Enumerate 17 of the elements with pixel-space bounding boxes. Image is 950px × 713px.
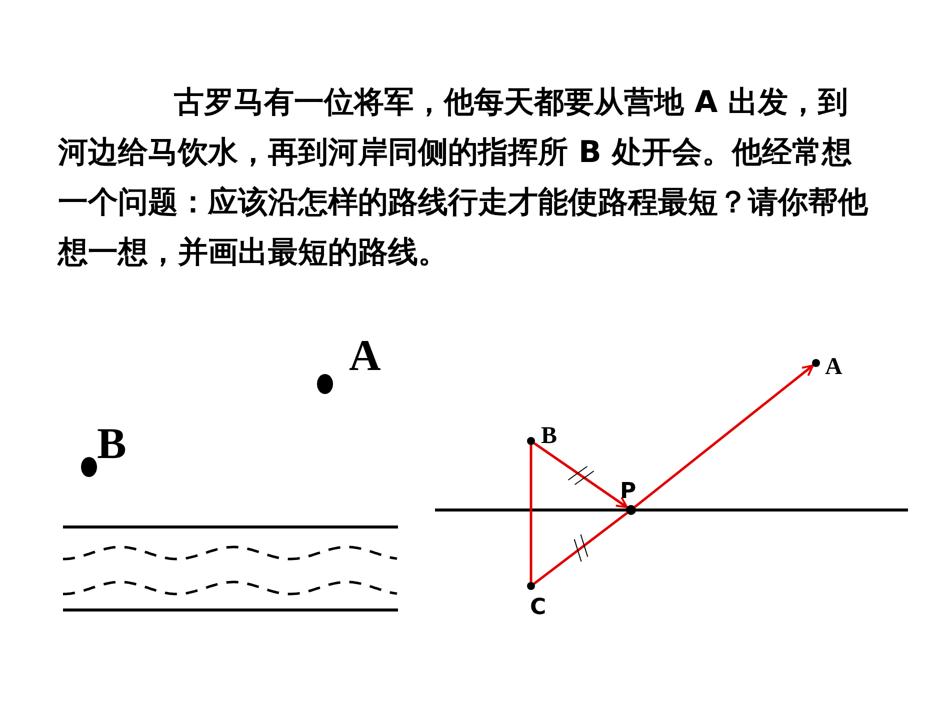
arrow [534,442,628,508]
point-label: C [530,597,546,619]
point-dot [626,505,636,515]
point-label: A [825,355,842,379]
point-dot [812,359,820,367]
point-dot [527,437,535,445]
arrow [634,364,814,508]
point-label: P [620,481,636,503]
point-label: B [541,424,558,448]
point-label: A [349,334,381,378]
line-segment [530,445,532,582]
point-label: B [97,422,126,466]
point-dot [81,457,97,477]
line-segment [533,512,628,585]
problem-text: 古罗马有一位将军，他每天都要从营地 A 出发，到河边给马饮水，再到河岸同侧的指挥所 B 处开会。他经常想一个问题：应该沿怎样的路线行走才能使路程最短？请你帮他想一想，并画出最短的路线。 [58,84,870,272]
point-dot [527,582,535,590]
point-dot [317,374,333,394]
